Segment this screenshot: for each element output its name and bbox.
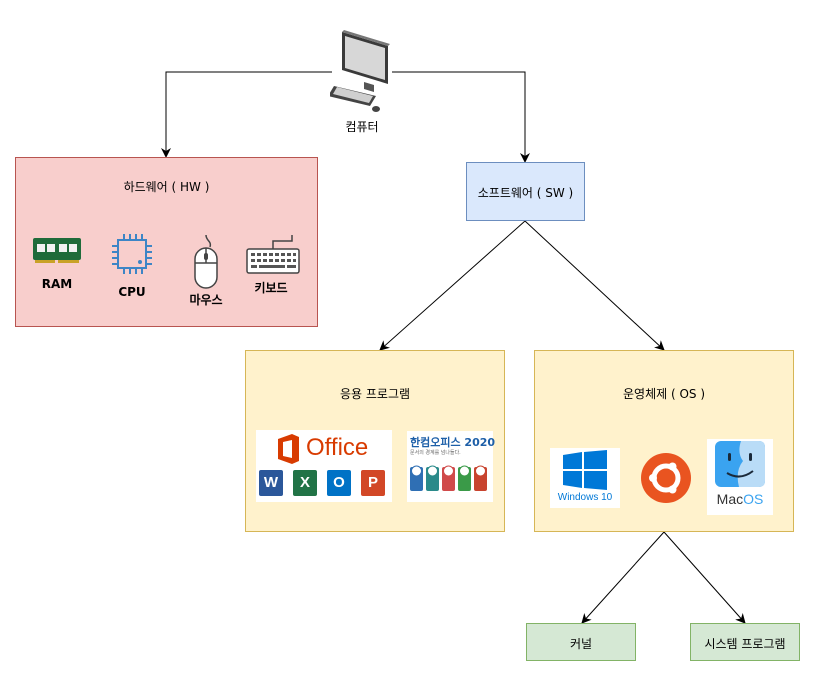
- edge-computer-to-hardware: [161, 71, 332, 158]
- os-node: 운영체제 ( OS ) Windows 10 MacOS: [534, 350, 794, 532]
- windows-10-text: Windows 10: [557, 492, 613, 503]
- mac-text: Mac: [716, 491, 744, 507]
- hardware-title: 하드웨어 ( HW ): [123, 180, 210, 194]
- hardware-item-cpu-label: CPU: [118, 285, 146, 299]
- kernel-label: 커널: [569, 637, 593, 651]
- powerpoint-icon: P: [361, 470, 385, 496]
- office-logo: Office W X O P: [256, 430, 392, 502]
- system-programs-label: 시스템 프로그램: [704, 637, 786, 651]
- mac-os-text: MacOS: [707, 491, 773, 507]
- windows-10-logo: Windows 10: [550, 448, 620, 508]
- ubuntu-logo-icon: [641, 453, 691, 503]
- applications-title: 응용 프로그램: [339, 387, 411, 401]
- mac-os-logo: MacOS: [707, 439, 773, 515]
- hardware-node: 하드웨어 ( HW ) RAM CPU 마우스: [15, 157, 318, 327]
- finder-face-icon: [715, 441, 765, 487]
- software-title: 소프트웨어 ( SW ): [477, 186, 574, 200]
- word-icon: W: [259, 470, 283, 496]
- software-node: 소프트웨어 ( SW ): [466, 162, 585, 221]
- outlook-icon: O: [327, 470, 351, 496]
- ram-icon: [33, 238, 81, 263]
- keyboard-icon: [246, 235, 300, 274]
- computer-monitor-icon: [330, 30, 390, 112]
- cpu-icon: [112, 234, 152, 274]
- mouse-icon: [194, 235, 218, 289]
- office-icon: [278, 434, 299, 464]
- hancom-subtitle: 문서의 경계를 넘나들다.: [410, 450, 461, 456]
- system-programs-node: 시스템 프로그램: [690, 623, 800, 661]
- kernel-node: 커널: [526, 623, 636, 661]
- windows-logo-icon: [563, 450, 607, 490]
- computer-label: 컴퓨터: [345, 120, 379, 134]
- edge-software-to-os: [524, 220, 665, 351]
- office-wordmark: Office: [306, 434, 369, 461]
- edge-os-to-system-programs: [663, 531, 746, 624]
- hardware-item-mouse-label: 마우스: [189, 293, 223, 307]
- edge-os-to-kernel: [581, 531, 665, 624]
- applications-node: 응용 프로그램 Office W X O P 한컴오피스 2020 문서의 경계…: [245, 350, 505, 532]
- hardware-item-ram-label: RAM: [41, 277, 73, 291]
- computer-node: 컴퓨터: [330, 26, 394, 136]
- edge-software-to-applications: [379, 220, 526, 351]
- os-title: 운영체제 ( OS ): [622, 387, 706, 401]
- hancom-office-logo: 한컴오피스 2020 문서의 경계를 넘나들다.: [407, 431, 496, 502]
- excel-icon: X: [293, 470, 317, 496]
- os-text: OS: [743, 491, 764, 507]
- hancom-app-icons: [410, 465, 487, 491]
- hancom-title: 한컴오피스 2020: [410, 436, 496, 449]
- edge-computer-to-software: [392, 71, 530, 163]
- hardware-item-keyboard-label: 키보드: [254, 281, 288, 295]
